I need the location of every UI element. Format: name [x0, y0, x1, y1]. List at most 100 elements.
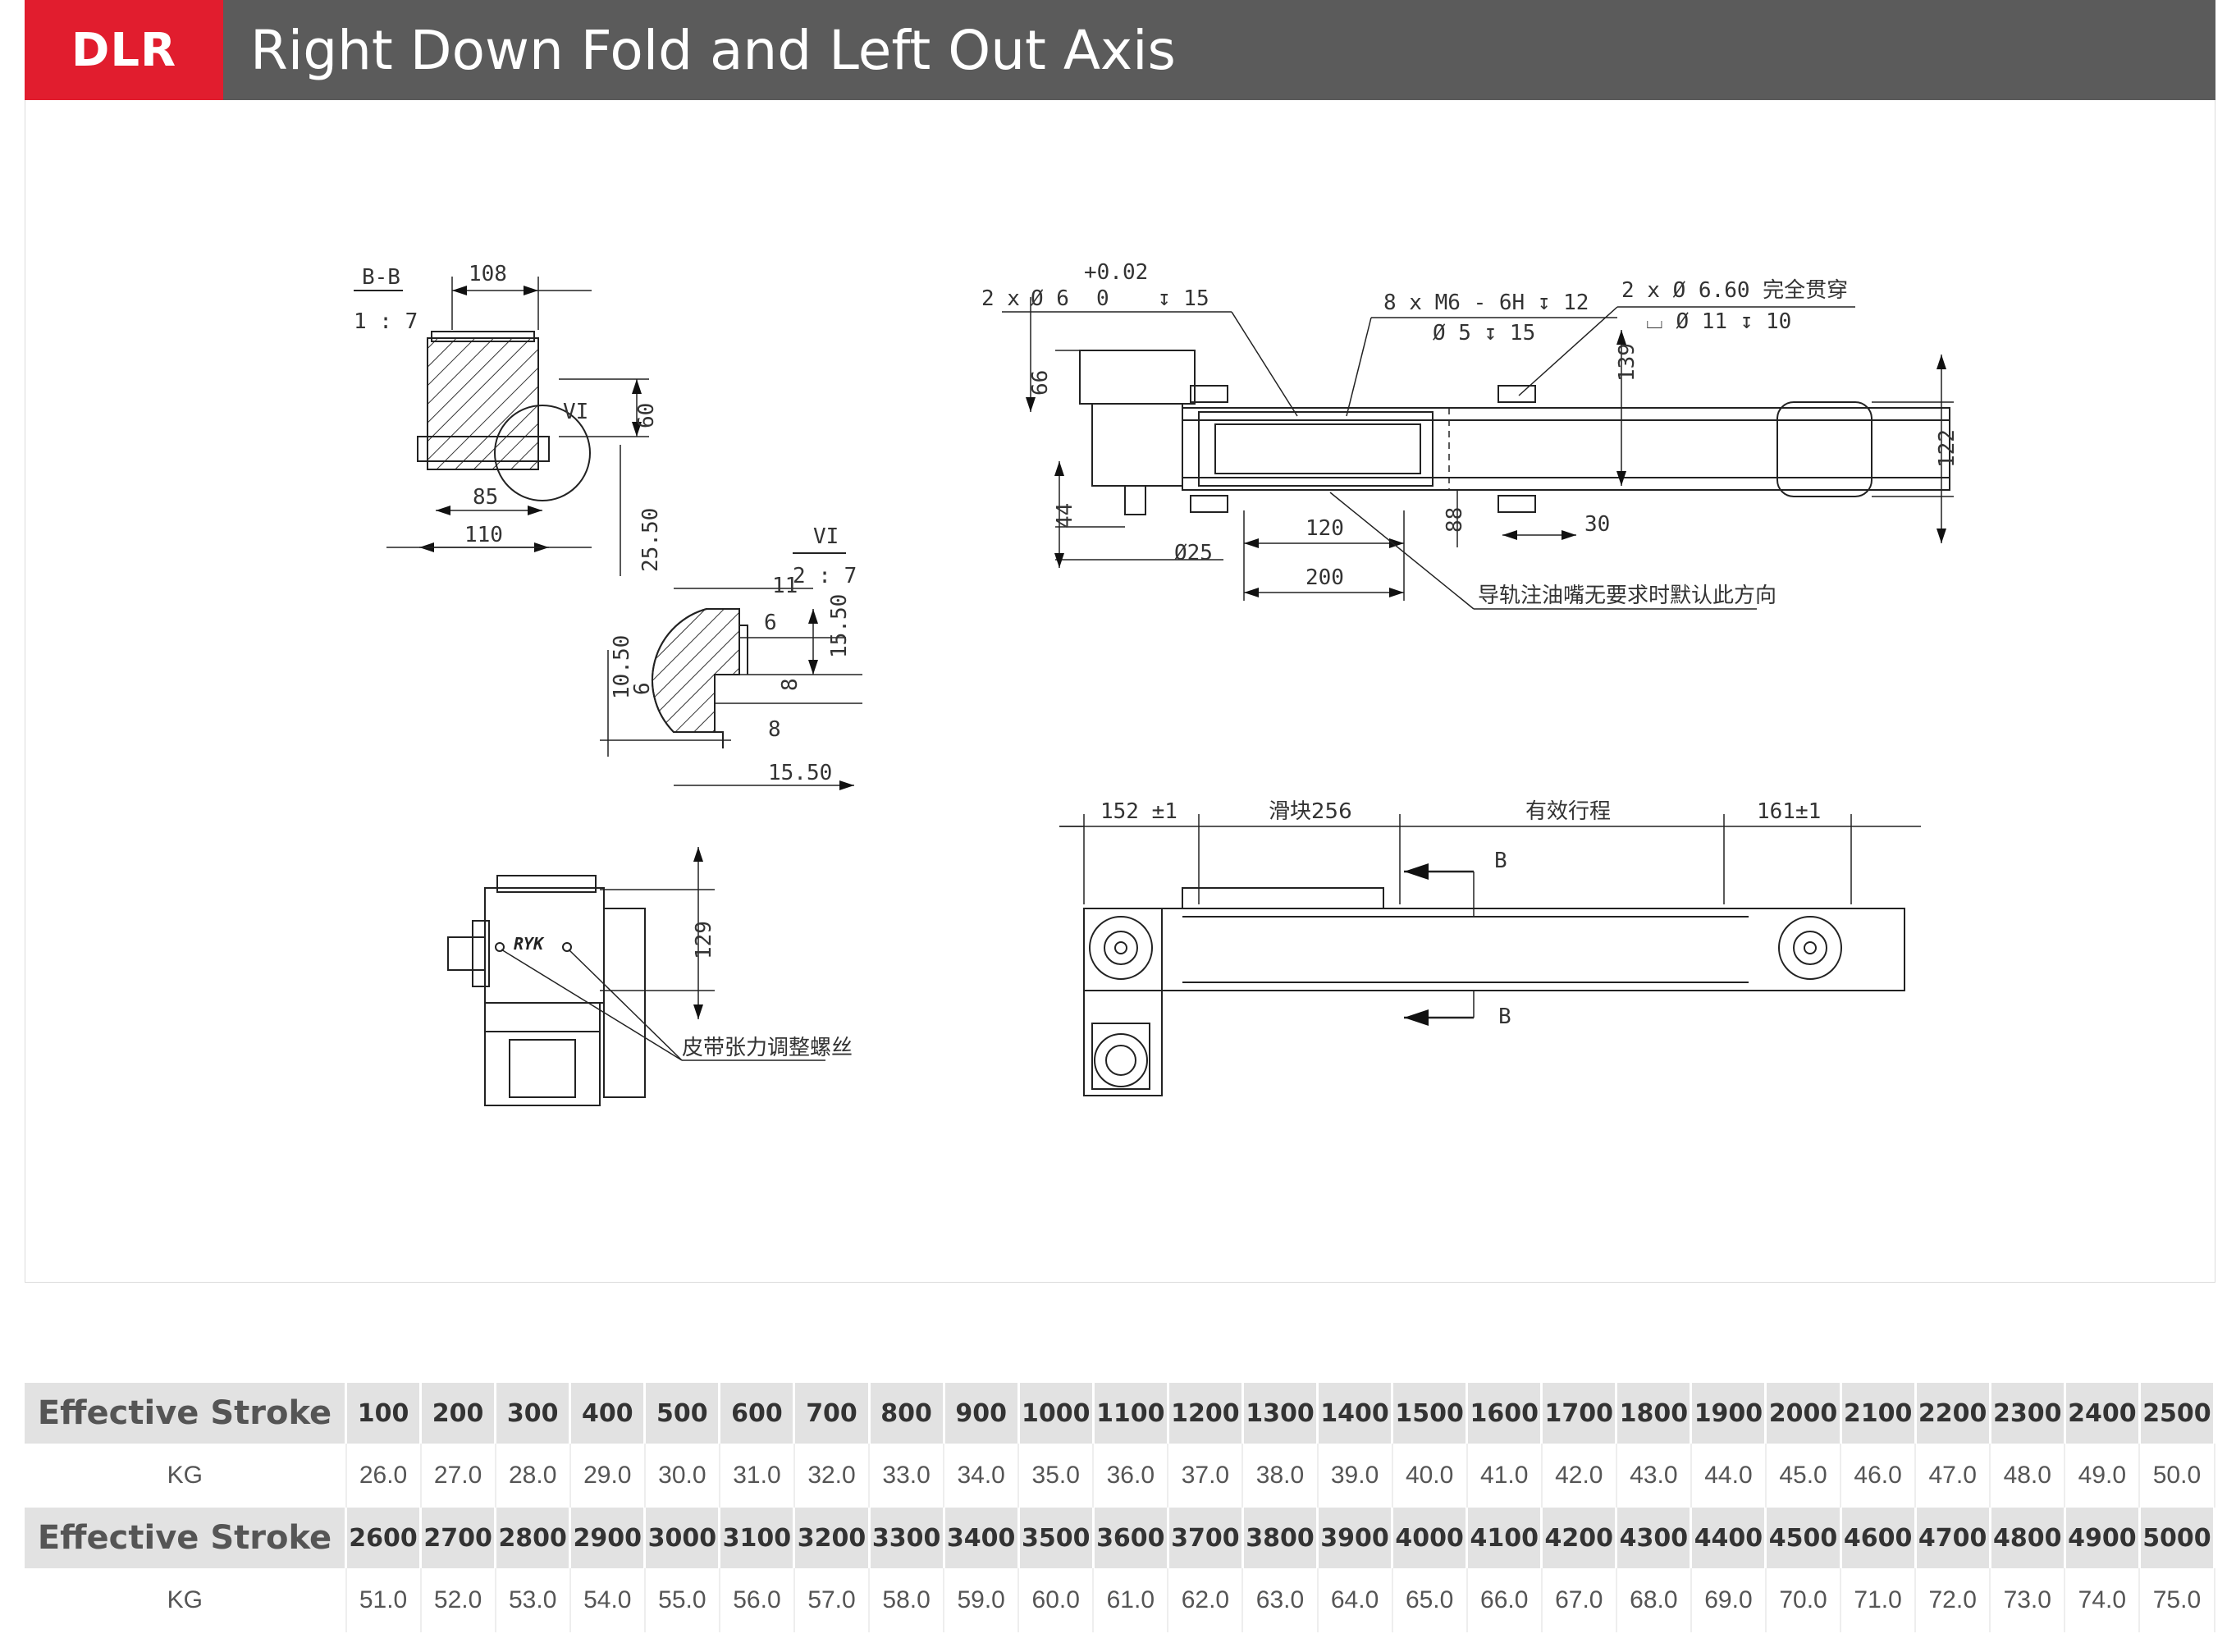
kg-cell: 64.0 [1317, 1568, 1393, 1632]
hole1-tol: 0 [1096, 286, 1109, 311]
kg-cell: 59.0 [944, 1568, 1020, 1632]
slider-dim: 滑块256 [1269, 799, 1352, 824]
kg-cell: 67.0 [1541, 1568, 1617, 1632]
stroke-cell: 500 [644, 1383, 721, 1444]
dim-152: 152 ±1 [1100, 799, 1177, 824]
stroke-cell: 2600 [345, 1508, 423, 1568]
dim-85: 85 [473, 485, 498, 510]
stroke-cell: 1500 [1392, 1383, 1469, 1444]
stroke-cell: 2800 [495, 1508, 572, 1568]
section-mark-bottom: B [1498, 1004, 1511, 1029]
technical-drawing: B-B 1 : 7 108 VI 60 85 110 25.50 [25, 100, 2215, 1283]
section-mark-top: B [1494, 849, 1507, 873]
kg-cell: 46.0 [1840, 1444, 1917, 1508]
kg-cell: 31.0 [719, 1444, 795, 1508]
stroke-cell: 100 [345, 1383, 423, 1444]
stroke-cell: 2400 [2065, 1383, 2141, 1444]
dim-15-50a: 15.50 [827, 594, 852, 658]
kg-cell: 58.0 [869, 1568, 945, 1632]
stroke-cell: 4000 [1392, 1508, 1469, 1568]
hole1-depth: ↧ 15 [1158, 286, 1209, 311]
kg-cell: 38.0 [1242, 1444, 1319, 1508]
dim-44: 44 [1053, 503, 1077, 529]
kg-cell: 40.0 [1392, 1444, 1468, 1508]
thread-depth: Ø 5 ↧ 15 [1433, 321, 1535, 346]
stroke-cell: 600 [719, 1383, 796, 1444]
kg-label: KG [25, 1444, 347, 1508]
stroke-cell: 4800 [1990, 1508, 2066, 1568]
kg-cell: 56.0 [719, 1568, 795, 1632]
stroke-cell: 1800 [1616, 1383, 1693, 1444]
dim-dia-25: Ø25 [1174, 541, 1213, 565]
kg-cell: 45.0 [1765, 1444, 1842, 1508]
dim-10-50: 10.50 [610, 635, 634, 699]
detail-scale: 2 : 7 [793, 564, 857, 588]
oil-nipple-note: 导轨注油嘴无要求时默认此方向 [1478, 583, 1776, 608]
end-view: RYK 皮带张力调整螺丝 129 [447, 847, 853, 1106]
kg-cell: 75.0 [2139, 1568, 2215, 1632]
kg-cell: 62.0 [1168, 1568, 1244, 1632]
stroke-cell: 900 [944, 1383, 1020, 1444]
kg-cell: 26.0 [345, 1444, 422, 1508]
section-name: B-B [362, 265, 400, 290]
drawing-svg: B-B 1 : 7 108 VI 60 85 110 25.50 [354, 260, 1959, 1106]
stroke-cell: 3100 [719, 1508, 796, 1568]
kg-cell: 65.0 [1392, 1568, 1468, 1632]
section-scale: 1 : 7 [354, 309, 418, 334]
dim-139: 139 [1615, 343, 1639, 382]
kg-cell: 37.0 [1168, 1444, 1244, 1508]
dim-25-50: 25.50 [638, 508, 663, 572]
header-bar: DLR Right Down Fold and Left Out Axis [25, 0, 2215, 100]
top-view: +0.02 2 x Ø 6 0 ↧ 15 8 x M6 - 6H ↧ 12 Ø … [981, 260, 1959, 610]
thread-spec: 8 x M6 - 6H ↧ 12 [1383, 291, 1589, 315]
stroke-cell: 3700 [1168, 1508, 1244, 1568]
dim-120: 120 [1305, 516, 1344, 541]
dim-15-50b: 15.50 [768, 761, 832, 785]
kg-cell: 34.0 [944, 1444, 1020, 1508]
stroke-cell: 3600 [1093, 1508, 1169, 1568]
kg-cell: 27.0 [420, 1444, 496, 1508]
kg-cell: 50.0 [2139, 1444, 2215, 1508]
dim-30: 30 [1584, 512, 1610, 537]
stroke-cell: 4400 [1690, 1508, 1767, 1568]
hole2-cbore: ⌴ Ø 11 ↧ 10 [1646, 309, 1791, 334]
kg-cell: 47.0 [1915, 1444, 1991, 1508]
stroke-cell: 4200 [1541, 1508, 1618, 1568]
kg-cell: 44.0 [1690, 1444, 1767, 1508]
stroke-cell: 300 [495, 1383, 572, 1444]
kg-cell: 61.0 [1093, 1568, 1169, 1632]
kg-cell: 33.0 [869, 1444, 945, 1508]
stroke-cell: 3500 [1018, 1508, 1095, 1568]
dim-200: 200 [1305, 565, 1344, 590]
kg-cell: 72.0 [1915, 1568, 1991, 1632]
hole1-qty: 2 x [981, 286, 1020, 311]
stroke-cell: 3900 [1317, 1508, 1394, 1568]
kg-cell: 74.0 [2065, 1568, 2141, 1632]
kg-cell: 41.0 [1466, 1444, 1543, 1508]
kg-cell: 51.0 [345, 1568, 422, 1632]
stroke-cell: 3000 [644, 1508, 721, 1568]
model-badge: DLR [25, 0, 223, 100]
dim-66: 66 [1028, 370, 1053, 396]
kg-cell: 35.0 [1018, 1444, 1095, 1508]
dim-161: 161±1 [1757, 799, 1821, 824]
kg-cell: 30.0 [644, 1444, 720, 1508]
stroke-cell: 1300 [1242, 1383, 1319, 1444]
dim-8a: 8 [778, 678, 802, 691]
page-title: Right Down Fold and Left Out Axis [250, 18, 1176, 82]
kg-cell: 28.0 [495, 1444, 571, 1508]
kg-cell: 48.0 [1990, 1444, 2066, 1508]
kg-cell: 55.0 [644, 1568, 720, 1632]
detail-name: VI [813, 524, 839, 549]
stroke-cell: 4500 [1765, 1508, 1842, 1568]
kg-cell: 70.0 [1765, 1568, 1842, 1632]
stroke-cell: 4700 [1915, 1508, 1991, 1568]
stroke-cell: 1600 [1466, 1383, 1543, 1444]
stroke-cell: 400 [569, 1383, 647, 1444]
kg-cell: 66.0 [1466, 1568, 1543, 1632]
